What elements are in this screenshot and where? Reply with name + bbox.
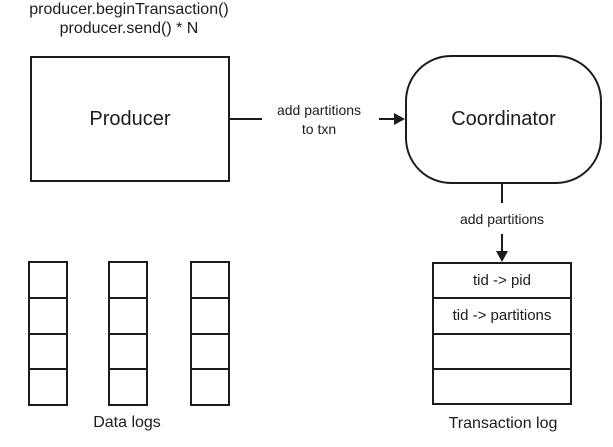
coordinator-node-label: Coordinator xyxy=(451,108,556,130)
producer-connector-line xyxy=(229,118,262,120)
data-log-cell xyxy=(30,263,66,297)
producer-api-annotation: producer.beginTransaction() producer.sen… xyxy=(0,0,258,38)
add-partitions-to-txn-label-line2: to txn xyxy=(301,121,337,137)
right-arrowhead-icon xyxy=(394,112,405,125)
data-log-cell xyxy=(192,296,228,333)
add-partitions-to-txn-label: add partitions to txn xyxy=(260,101,378,139)
add-partitions-label: add partitions xyxy=(459,211,545,227)
data-log-cell xyxy=(110,263,146,297)
down-arrowhead-icon xyxy=(495,251,508,262)
data-log-cell xyxy=(192,263,228,297)
annotation-line-send: producer.send() * N xyxy=(59,20,199,37)
data-log-cell xyxy=(192,332,228,369)
annotation-line-begin-transaction: producer.beginTransaction() xyxy=(29,1,229,18)
data-log-cell xyxy=(192,368,228,404)
producer-node-label: Producer xyxy=(89,107,171,130)
data-log-column-1 xyxy=(28,261,68,406)
data-log-column-3 xyxy=(190,261,230,406)
transaction-log-row xyxy=(434,332,570,368)
transaction-log-table: tid -> pid tid -> partitions xyxy=(432,262,572,405)
data-logs-caption: Data logs xyxy=(93,414,161,431)
data-log-cell xyxy=(30,332,66,369)
data-log-cell xyxy=(30,296,66,333)
transaction-log-row xyxy=(434,367,570,403)
data-log-cell xyxy=(110,332,146,369)
data-log-column-2 xyxy=(108,261,148,406)
data-log-cell xyxy=(30,368,66,404)
coordinator-down-line-lower xyxy=(501,234,503,252)
coordinator-node: Coordinator xyxy=(405,55,602,184)
coordinator-down-line-upper xyxy=(501,184,503,203)
data-log-cell xyxy=(110,296,146,333)
transaction-log-caption: Transaction log xyxy=(448,415,558,432)
coordinator-connector-line xyxy=(379,118,396,120)
transaction-log-row: tid -> partitions xyxy=(434,297,570,332)
transaction-log-row: tid -> pid xyxy=(473,272,531,290)
data-log-cell xyxy=(110,368,146,404)
add-partitions-to-txn-label-line1: add partitions xyxy=(276,102,362,118)
producer-node: Producer xyxy=(30,56,230,182)
